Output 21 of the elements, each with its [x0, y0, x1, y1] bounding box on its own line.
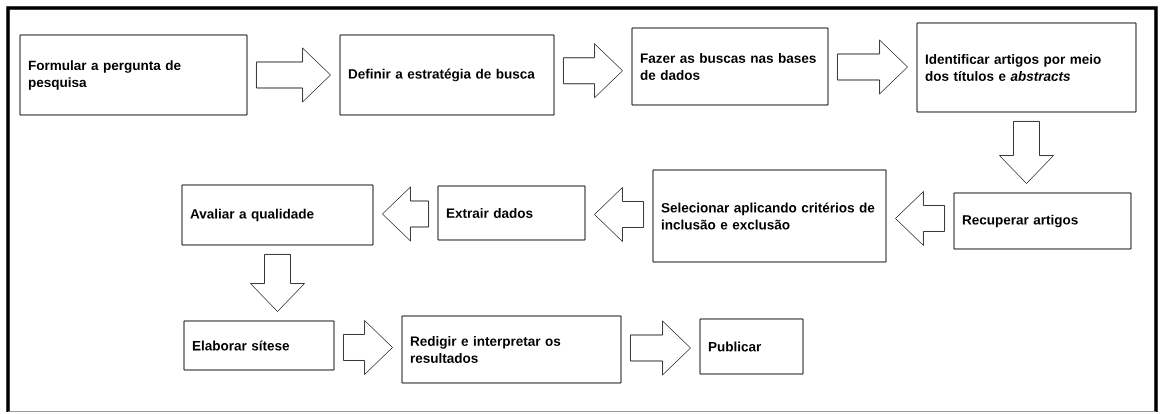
- process-box: Formular a pergunta de pesquisa: [19, 34, 248, 116]
- process-box: Selecionar aplicando critérios de inclusão e exclusão: [652, 169, 887, 263]
- process-box: Recuperar artigos: [953, 192, 1132, 250]
- block-arrow: [250, 254, 305, 312]
- process-box: Definir a estratégia de busca: [339, 34, 555, 116]
- process-box: Redigir e interpretar os resultados: [401, 315, 622, 384]
- process-box: Elaborar sítese: [183, 320, 335, 371]
- process-box: Publicar: [699, 318, 804, 375]
- block-arrow: [256, 47, 331, 103]
- block-arrow: [594, 187, 644, 242]
- block-arrow: [382, 186, 429, 242]
- process-box: Fazer as buscas nas bases de dados: [631, 27, 829, 106]
- block-arrow: [630, 320, 691, 376]
- block-arrow: [837, 39, 908, 95]
- block-arrow: [343, 320, 393, 375]
- process-box: Avaliar a qualidade: [181, 184, 374, 246]
- block-arrow: [999, 121, 1054, 184]
- block-arrow: [563, 43, 623, 99]
- process-box: Identificar artigos por meio dos títulos e abstracts: [916, 22, 1137, 113]
- process-box: Extrair dados: [437, 185, 586, 241]
- block-arrow: [895, 191, 945, 246]
